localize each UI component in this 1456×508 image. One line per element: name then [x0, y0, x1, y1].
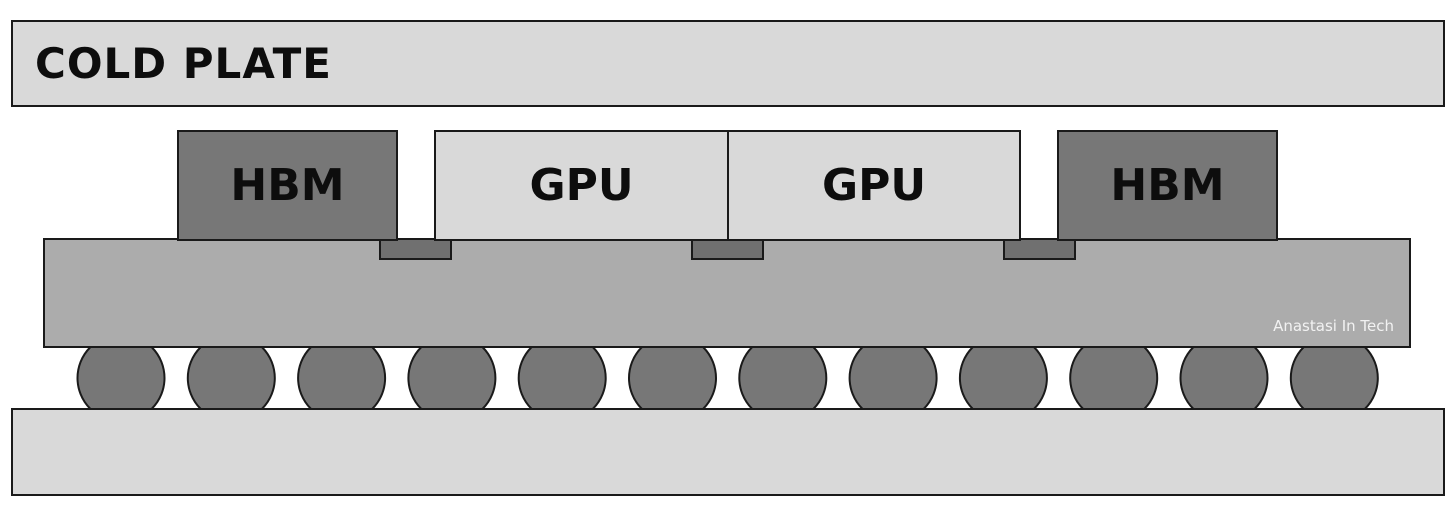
gpu-left: GPU	[434, 130, 729, 241]
hbm-right-label: HBM	[1110, 160, 1225, 211]
gpu-right-label: GPU	[821, 160, 927, 211]
silicon-bridge-1	[379, 238, 452, 260]
gpu-left-label: GPU	[529, 160, 634, 211]
hbm-left: HBM	[177, 130, 398, 241]
watermark: Anastasi In Tech	[1273, 317, 1394, 335]
silicon-bridge-2	[691, 238, 764, 260]
cold-plate: COLD PLATE	[11, 20, 1445, 107]
hbm-left-label: HBM	[230, 160, 345, 211]
cold-plate-label: COLD PLATE	[35, 39, 332, 88]
silicon-bridge-3	[1003, 238, 1076, 260]
hbm-right: HBM	[1057, 130, 1278, 241]
gpu-right: GPU	[727, 130, 1021, 241]
package-substrate	[11, 408, 1445, 496]
